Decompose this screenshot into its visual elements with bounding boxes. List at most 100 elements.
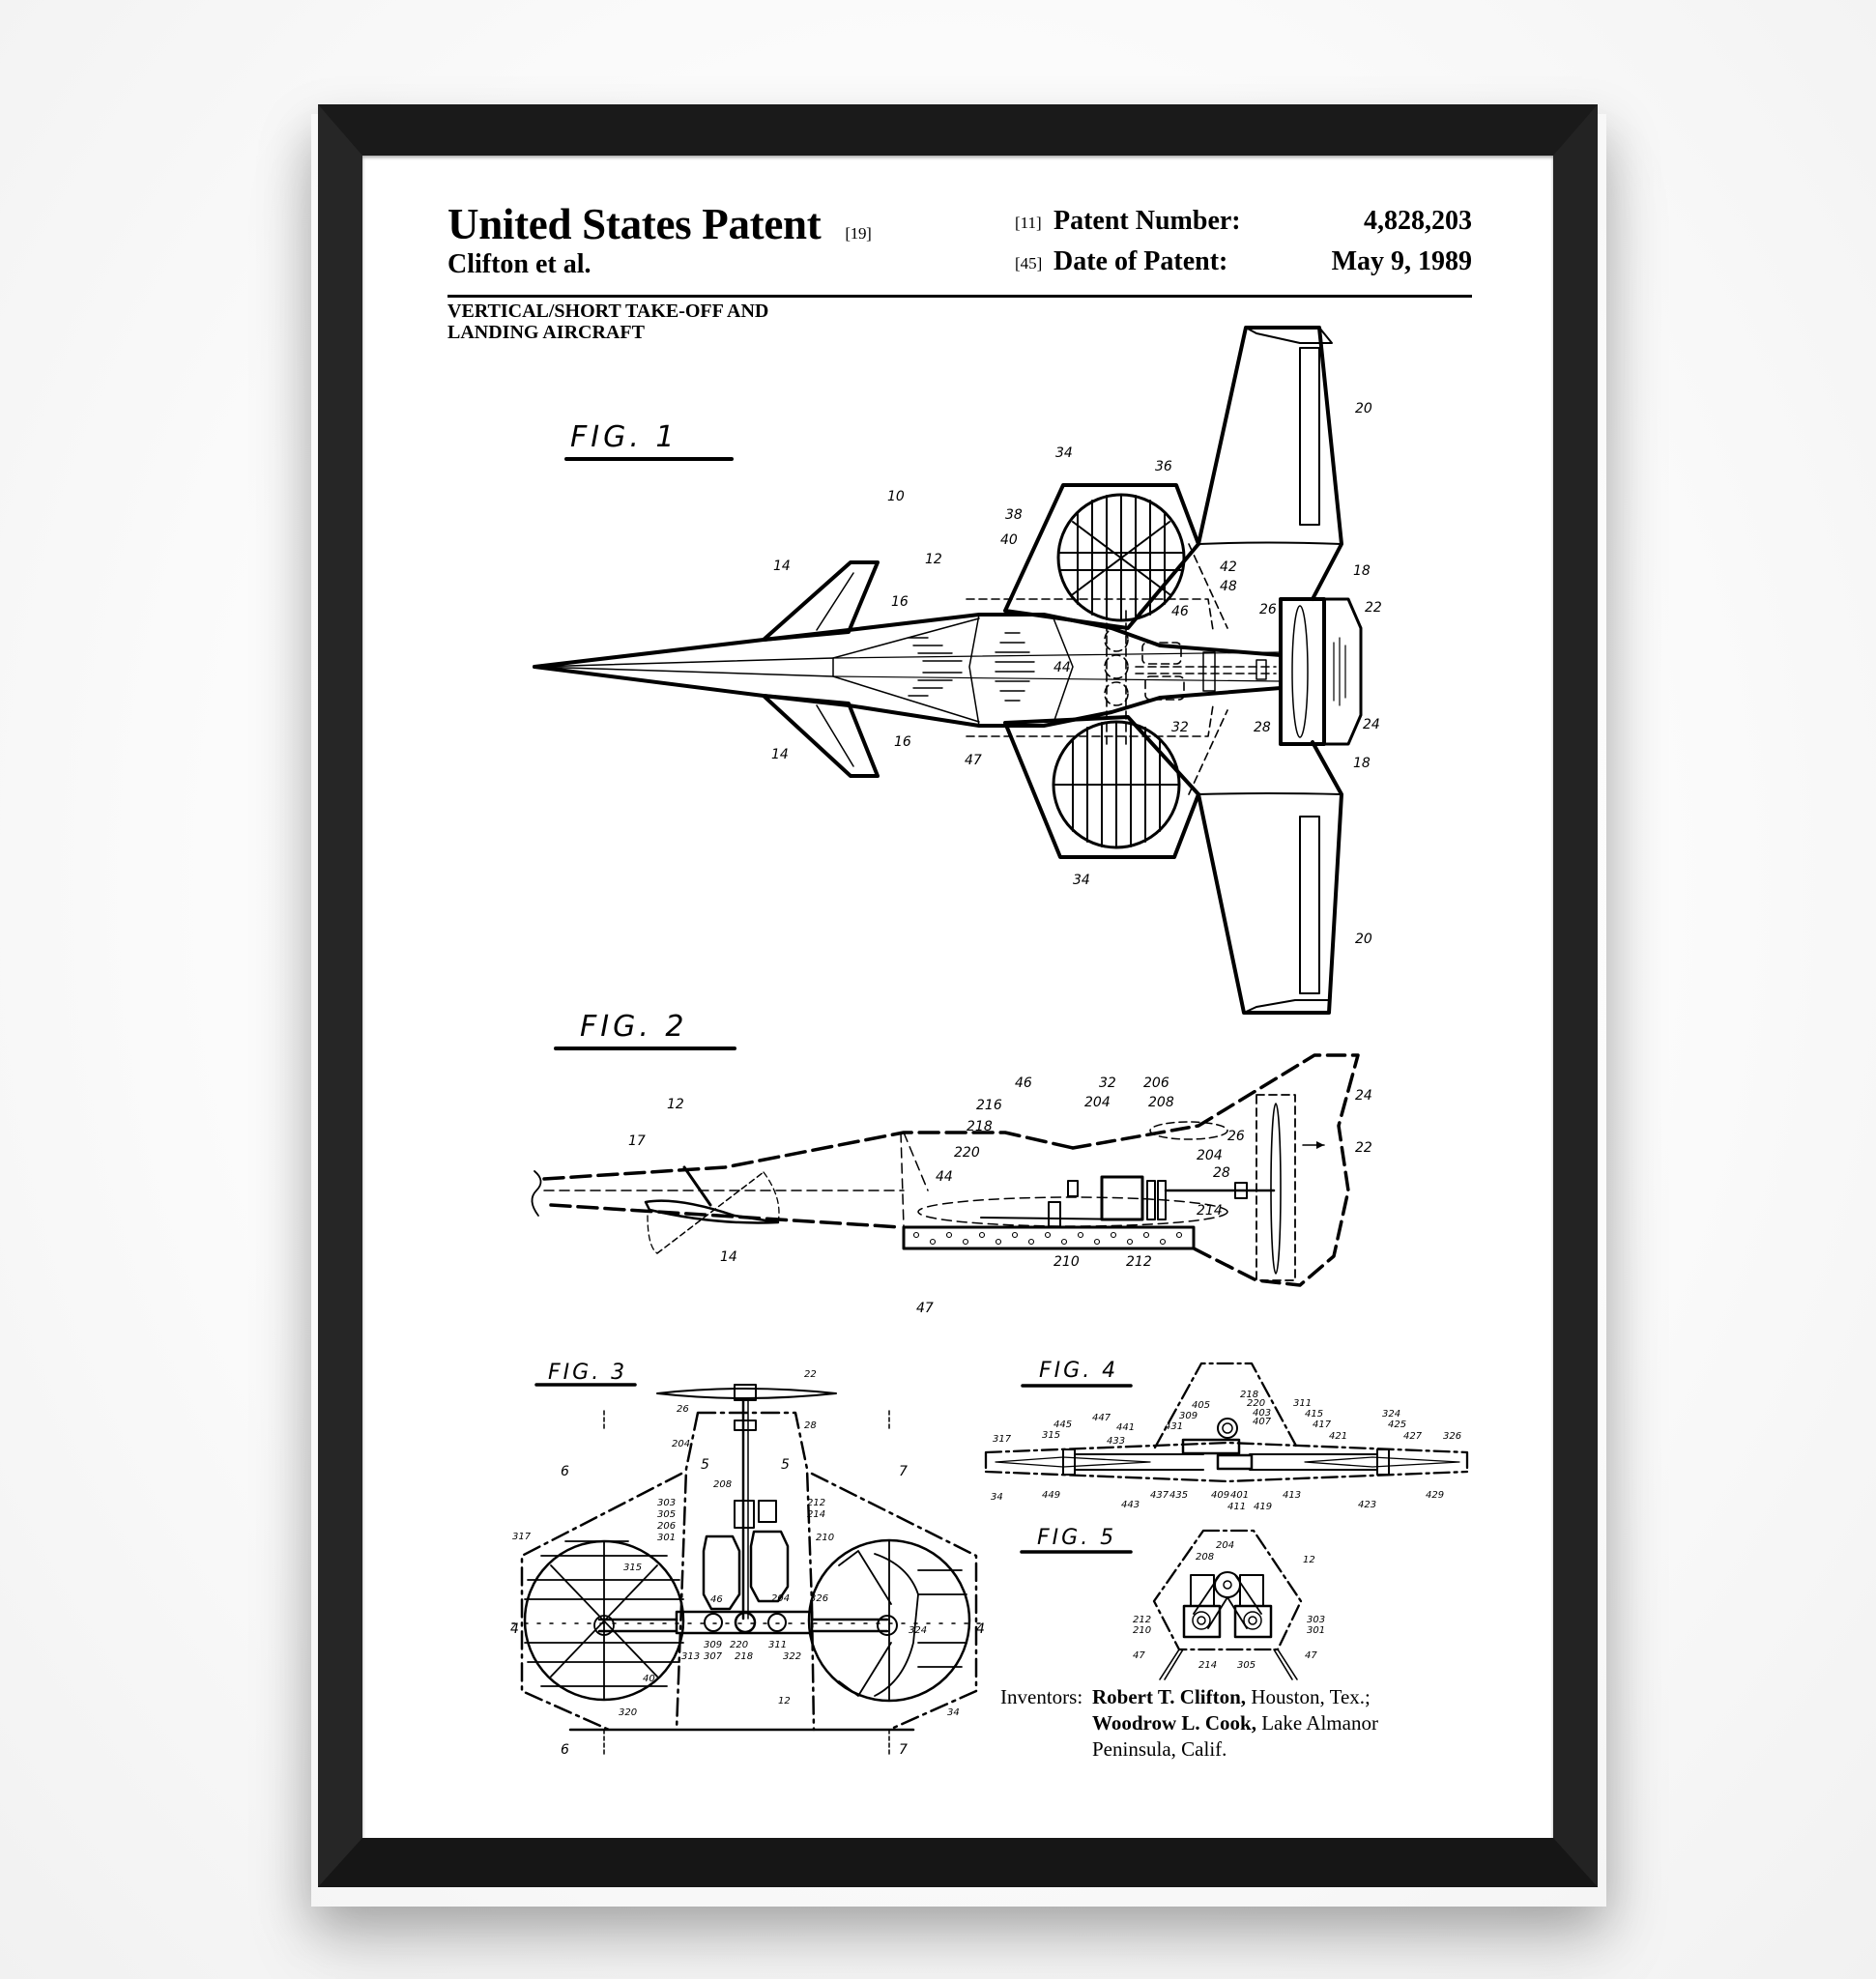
ref-numeral: 447	[1092, 1413, 1111, 1423]
ref-numeral: 34	[947, 1707, 960, 1718]
section-mark: 6	[561, 1742, 569, 1758]
date-of-patent-label: Date of Patent:	[1053, 246, 1228, 276]
ref-numeral: 218	[967, 1119, 993, 1134]
ref-numeral: 47	[1305, 1650, 1317, 1661]
ref-numeral: 407	[1253, 1417, 1272, 1427]
ref-numeral: 14	[720, 1249, 737, 1265]
ref-numeral: 441	[1116, 1422, 1135, 1433]
ref-numeral: 16	[891, 594, 909, 610]
title-line: VERTICAL/SHORT TAKE-OFF AND	[447, 301, 769, 322]
patent-heading: United States Patent [19]	[447, 199, 872, 249]
ref-numeral: 405	[1192, 1400, 1210, 1411]
country-heading: United States Patent	[447, 200, 822, 248]
ref-numeral: 208	[713, 1479, 732, 1490]
ref-numeral: 12	[778, 1696, 791, 1707]
engine-left-section	[1182, 1604, 1222, 1639]
ref-numeral: 26	[677, 1404, 689, 1415]
ref-numeral: 206	[657, 1521, 676, 1532]
ref-numeral: 305	[1237, 1660, 1255, 1671]
inventor-name: Robert T. Clifton,	[1092, 1685, 1247, 1708]
ref-numeral: 307	[704, 1651, 723, 1662]
figure-5: FIG. 5 204 208 12 212 210 303 301 47	[1020, 1526, 1325, 1680]
figure-4: FIG. 4 317 315 445 447 441 433	[984, 1359, 1469, 1512]
fan-housing-lower	[1003, 715, 1200, 859]
ref-numeral: 305	[657, 1509, 676, 1520]
ref-numeral: 409	[1211, 1490, 1229, 1501]
fan-louvers-lower	[1053, 721, 1179, 848]
ref-numeral: 204	[1216, 1540, 1234, 1551]
fig-1-reference-numerals: 10 12 14 14 16 16 18 18 20 20 22 24 26 2…	[771, 401, 1382, 947]
date-of-patent-code: [45]	[1015, 254, 1043, 272]
fig-5-reference-numerals: 204 208 12 212 210 303 301 47 47 214 305	[1133, 1540, 1325, 1671]
ref-numeral: 303	[1307, 1615, 1325, 1625]
ref-numeral: 427	[1403, 1431, 1423, 1442]
ref-numeral: 445	[1053, 1420, 1072, 1430]
patent-drawings: FIG. 1	[510, 326, 1469, 1758]
ref-numeral: 326	[1443, 1431, 1461, 1442]
title-line: LANDING AIRCRAFT	[447, 322, 645, 343]
ref-numeral: 38	[1005, 507, 1023, 523]
ref-numeral: 204	[771, 1593, 790, 1604]
landing-skid	[902, 1225, 1196, 1250]
ref-numeral: 34	[1073, 873, 1090, 888]
fuselage-bottom-profile	[549, 1203, 903, 1229]
ref-numeral: 34	[1055, 445, 1073, 461]
patent-number-code: [11]	[1015, 214, 1042, 232]
ref-numeral: 214	[1197, 1203, 1223, 1219]
ref-numeral: 17	[628, 1133, 646, 1149]
ref-numeral: 220	[730, 1640, 748, 1650]
ref-numeral: 324	[909, 1625, 927, 1636]
fuselage-outline	[1153, 1362, 1299, 1449]
section-mark: 5	[781, 1457, 790, 1473]
tail-fairing	[1322, 597, 1363, 746]
inventor-location-continued: Peninsula, Calif.	[1092, 1737, 1227, 1761]
ref-numeral: 208	[1148, 1095, 1174, 1110]
patent-number-label: Patent Number:	[1053, 206, 1241, 236]
ref-numeral: 47	[916, 1301, 934, 1316]
ref-numeral: 322	[783, 1651, 801, 1662]
section-mark: 4	[976, 1621, 985, 1637]
fuselage-lower-edge	[533, 665, 1283, 728]
ref-numeral: 28	[1213, 1165, 1230, 1181]
ref-numeral: 22	[804, 1369, 817, 1380]
ref-numeral: 317	[993, 1434, 1012, 1445]
ref-numeral: 214	[1198, 1660, 1217, 1671]
ref-numeral: 204	[1084, 1095, 1111, 1110]
section-mark: 4	[510, 1621, 519, 1637]
ref-numeral: 14	[771, 747, 789, 762]
wing-edge-outline	[984, 1441, 1469, 1483]
inventors-block: Inventors: Robert T. Clifton, Houston, T…	[1000, 1684, 1426, 1771]
ref-numeral: 419	[1254, 1502, 1272, 1512]
ref-numeral: 449	[1042, 1490, 1060, 1501]
aileron-lower	[1299, 816, 1320, 994]
ref-numeral: 212	[807, 1498, 825, 1508]
ref-numeral: 220	[954, 1145, 980, 1161]
fig-5-label: FIG. 5	[1037, 1526, 1116, 1550]
figure-3: FIG. 3	[510, 1361, 987, 1758]
ref-numeral: 22	[1355, 1140, 1372, 1156]
ref-numeral: 324	[1382, 1409, 1400, 1420]
ref-numeral: 24	[1355, 1088, 1372, 1104]
ref-numeral: 220	[1247, 1398, 1265, 1409]
section-mark: 5	[701, 1457, 709, 1473]
ref-numeral: 32	[1099, 1076, 1116, 1091]
ref-numeral: 212	[1133, 1615, 1151, 1625]
section-mark: 7	[899, 1464, 908, 1479]
ref-numeral: 437	[1150, 1490, 1169, 1501]
ref-numeral: 12	[1303, 1555, 1315, 1565]
tail-fin-profile	[1071, 1053, 1360, 1287]
patent-print: United States Patent [19] Clifton et al.…	[362, 156, 1553, 1838]
ref-numeral: 218	[1240, 1390, 1258, 1400]
fan-housing-outline	[520, 1472, 978, 1732]
fuselage-top-profile	[542, 1131, 1075, 1181]
inventors-label: Inventors:	[1000, 1685, 1083, 1708]
ref-numeral: 311	[1293, 1398, 1312, 1409]
ref-numeral: 401	[1230, 1490, 1249, 1501]
break-line	[531, 1170, 542, 1217]
ref-numeral: 34	[991, 1492, 1003, 1503]
bevel-gear	[1217, 1418, 1238, 1439]
ref-numeral: 212	[1126, 1254, 1152, 1270]
ref-numeral: 40	[643, 1674, 655, 1684]
ref-numeral: 48	[1220, 579, 1237, 594]
section-mark: 6	[561, 1464, 569, 1479]
